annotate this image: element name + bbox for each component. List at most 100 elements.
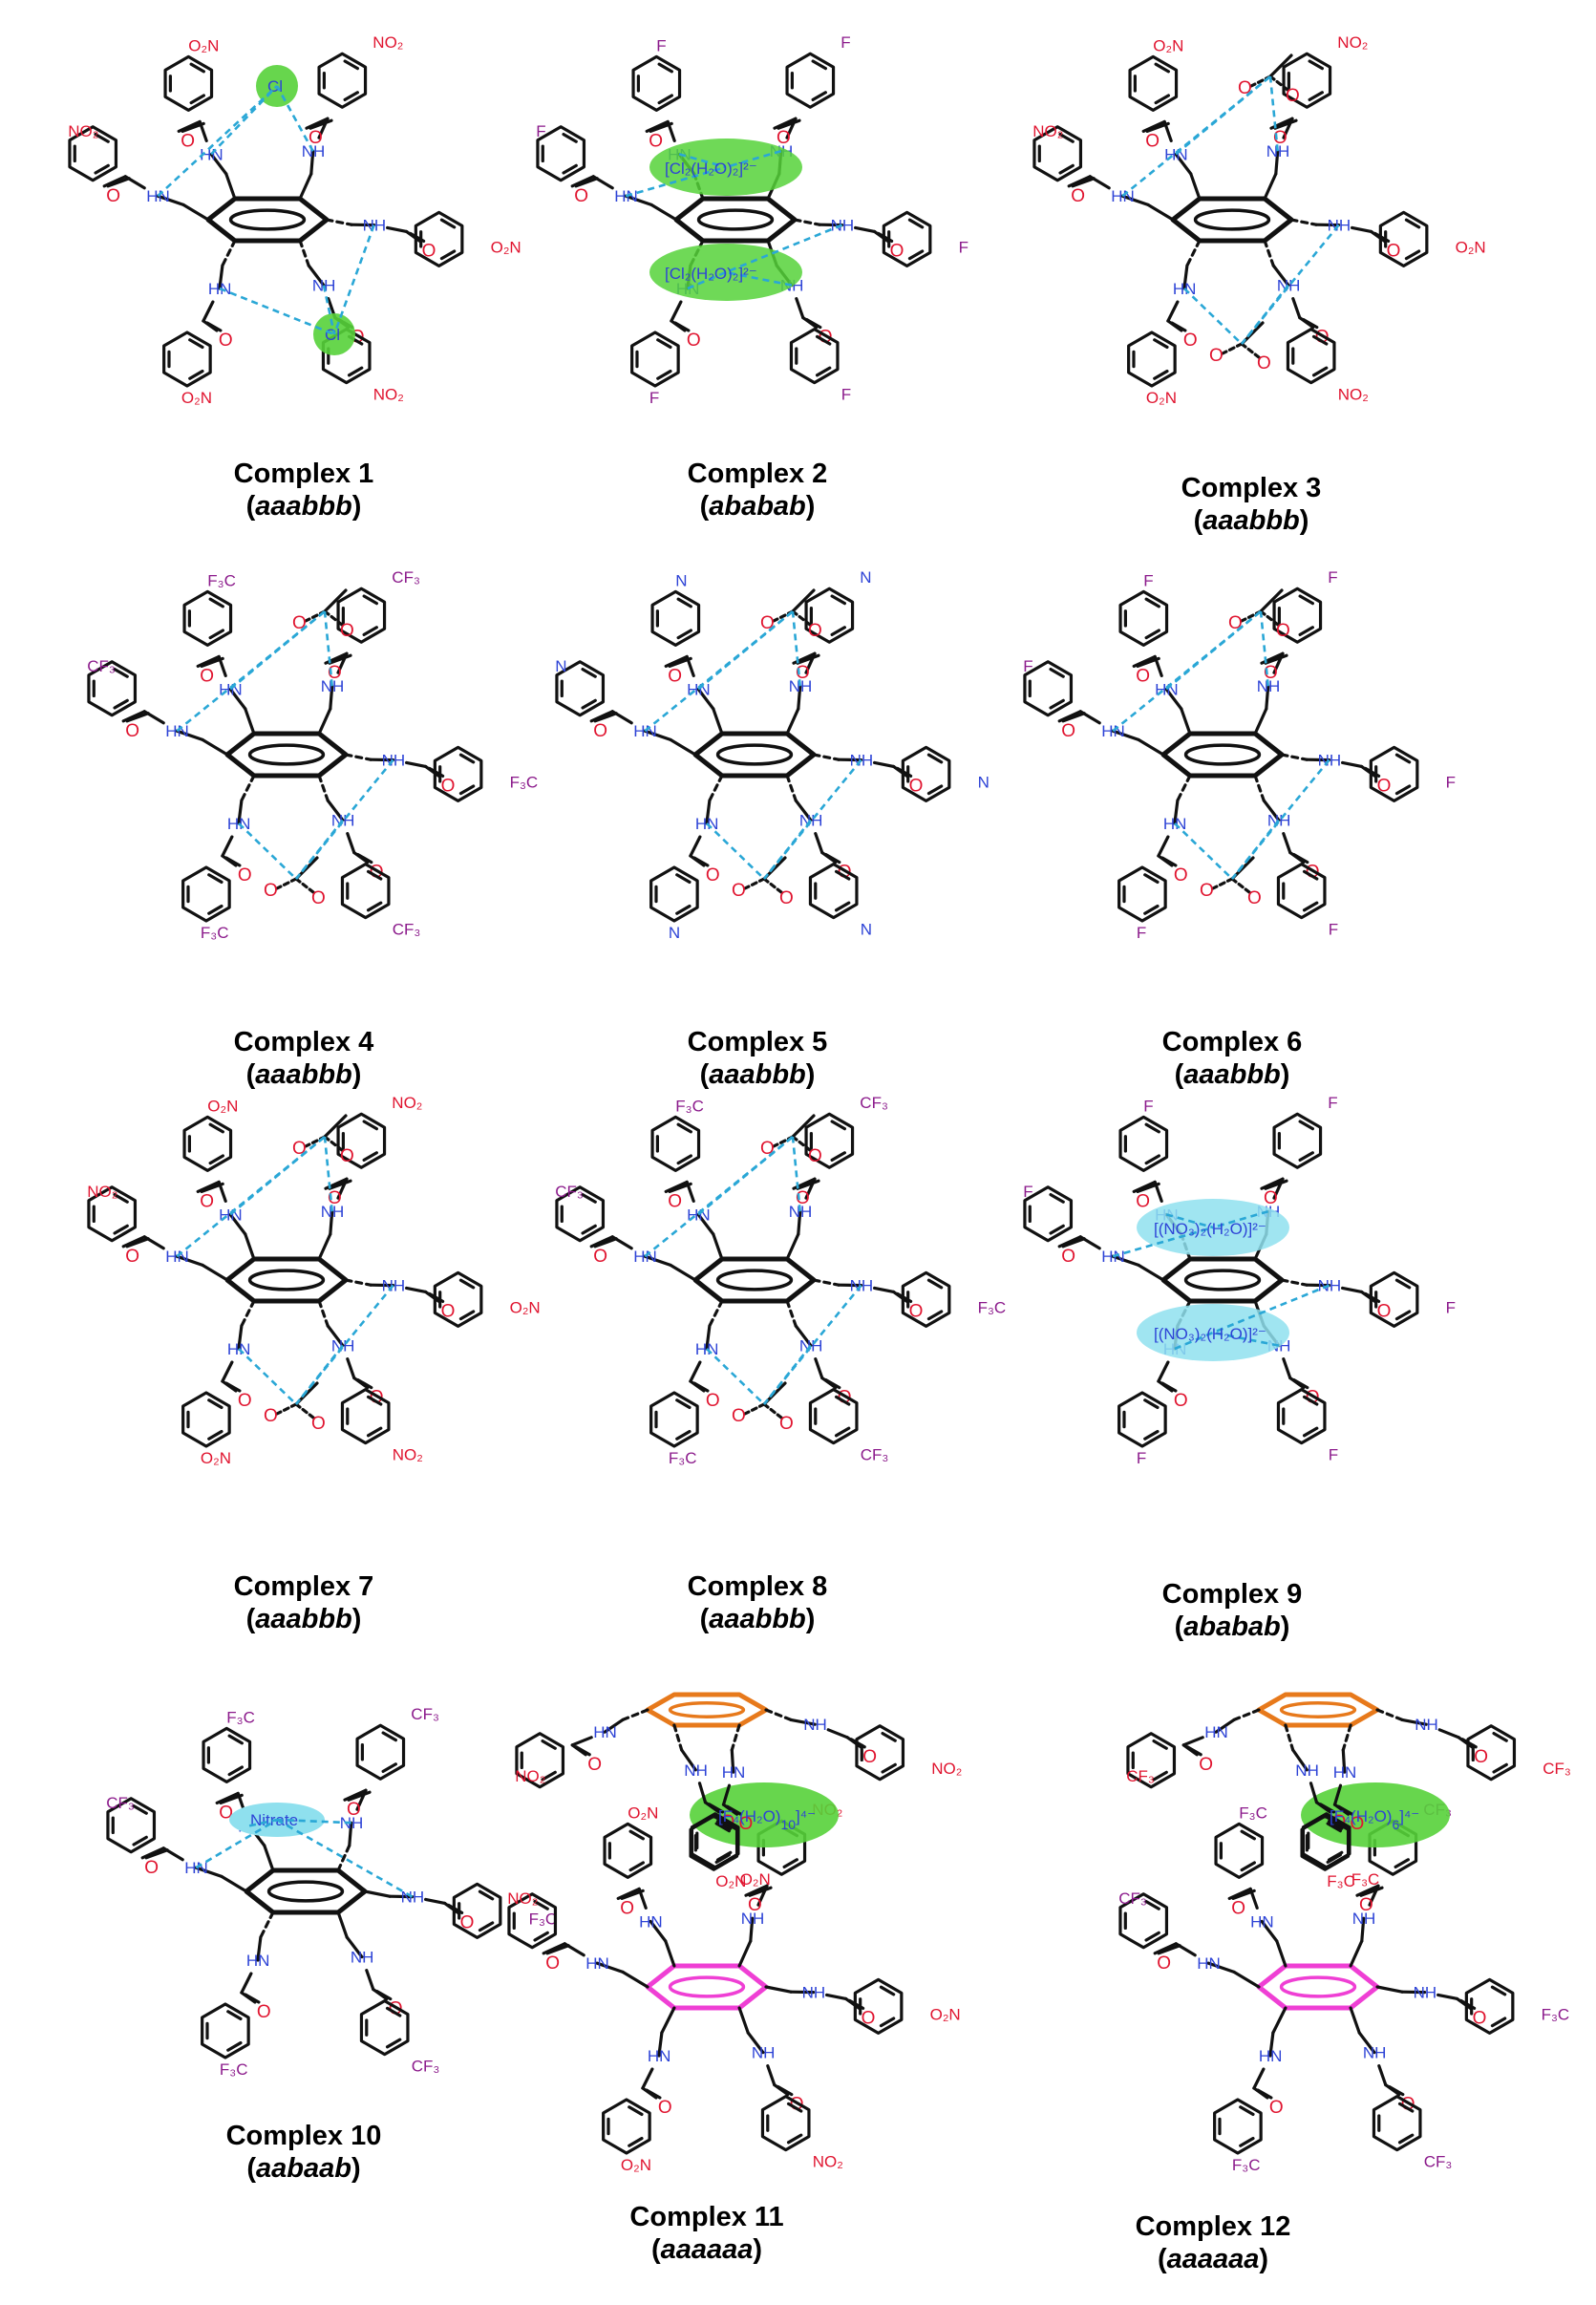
carbonyl-oxygen-label: O	[238, 1391, 252, 1411]
carbonyl-oxygen-label: O	[1061, 1247, 1075, 1267]
benzene-ring	[515, 1732, 565, 1789]
substituent-label: F	[1143, 571, 1153, 589]
substituent-label: F	[1328, 1094, 1337, 1112]
carbonyl-oxygen-label: O	[706, 865, 720, 886]
central-benzene-core	[1256, 1692, 1380, 1728]
benzene-ring	[1300, 1814, 1351, 1871]
amide-nh-label: NH	[1266, 142, 1290, 160]
amide-nh-label: NH	[1415, 1716, 1438, 1734]
benzene-ring	[181, 865, 231, 923]
carbonyl-oxygen-label: O	[125, 721, 139, 741]
substituent-label: O₂N	[491, 238, 521, 256]
substituent-label: CF₃	[1424, 2153, 1453, 2171]
complex-name: Complex 10	[226, 2121, 382, 2151]
carbonyl-oxygen-label: O	[1351, 1814, 1365, 1834]
carbonyl-oxygen-label: O	[748, 1895, 762, 1915]
benzene-ring	[901, 745, 951, 803]
substituent-label: CF₃	[393, 921, 421, 939]
complex-conformation: (aaabbb)	[1175, 1059, 1290, 1090]
carbonyl-oxygen-label: O	[574, 186, 588, 206]
substituent-label: F₃C	[1239, 1803, 1267, 1822]
acetate-oxygen-label: O	[732, 1406, 746, 1426]
amide-nh-label: HN	[1250, 1912, 1274, 1931]
benzene-ring	[1272, 587, 1323, 644]
benzene-ring	[1276, 1387, 1327, 1445]
complex-conformation: (aabaab)	[246, 2153, 360, 2184]
complex-conformation: (aaaaaa)	[1158, 2244, 1268, 2274]
substituent-label: O₂N	[510, 1298, 541, 1316]
central-benzene-core	[645, 1963, 769, 2011]
benzene-ring	[804, 587, 855, 644]
substituent-label: N	[675, 571, 687, 589]
complex-7-caption: Complex 7(aaabbb)	[234, 1571, 374, 1634]
central-benzene-core	[205, 196, 330, 244]
amide-nh-label: HN	[687, 1206, 711, 1224]
acetate-oxygen-label: O	[292, 613, 307, 633]
benzene-ring	[1464, 1977, 1515, 2035]
complex-name: Complex 3	[1181, 473, 1322, 503]
acetate-oxygen-label: O	[340, 621, 354, 641]
substituent-label: NO₂	[373, 386, 404, 404]
carbonyl-oxygen-label: O	[1387, 241, 1401, 261]
substituent-label: CF₃	[106, 1794, 135, 1812]
substituent-label: O₂N	[621, 2156, 651, 2174]
amide-nh-label: NH	[803, 1716, 827, 1734]
carbonyl-oxygen-label: O	[545, 1953, 560, 1974]
carbonyl-oxygen-label: O	[777, 128, 791, 148]
complex-1-caption: Complex 1(aaabbb)	[234, 459, 374, 522]
complex-9-anion-label-bottom: [(NO₃)₂(H₂O)]²⁻	[1154, 1325, 1266, 1343]
carbonyl-oxygen-label: O	[422, 241, 436, 261]
carbonyl-oxygen-label: O	[460, 1912, 475, 1932]
benzene-ring	[1214, 1822, 1265, 1880]
acetate-oxygen-label: O	[760, 1139, 775, 1159]
amide-nh-label: HN	[146, 187, 170, 205]
benzene-ring	[602, 2098, 651, 2155]
substituent-label: O₂N	[628, 1803, 658, 1822]
substituent-label: F₃C	[1351, 1870, 1380, 1889]
amide-nh-label: NH	[741, 1910, 765, 1928]
substituent-label: O₂N	[1146, 389, 1177, 407]
carbonyl-oxygen-label: O	[106, 186, 120, 206]
substituent-label: N	[555, 657, 566, 675]
acetate-oxygen-label: O	[1286, 86, 1300, 106]
complex-conformation: (aaabbb)	[246, 1604, 362, 1634]
complex-name: Complex 2	[688, 459, 828, 489]
substituent-label: NO₂	[372, 33, 403, 52]
complex-conformation: (aaabbb)	[1194, 505, 1309, 536]
amide-nh-label: NH	[831, 217, 855, 235]
complex-conformation: (aaabbb)	[246, 1059, 362, 1090]
substituent-label: F₃C	[978, 1298, 1007, 1316]
substituent-label: F	[1446, 1298, 1456, 1316]
acetate-oxygen-label: O	[1238, 78, 1252, 98]
complex-10-caption: Complex 10(aabaab)	[226, 2121, 382, 2184]
acetate-oxygen-label: O	[292, 1139, 307, 1159]
benzene-ring	[1213, 2098, 1263, 2155]
carbonyl-oxygen-label: O	[1377, 776, 1392, 796]
carbonyl-oxygen-label: O	[1183, 331, 1198, 351]
benzene-ring	[649, 1391, 699, 1448]
carbonyl-oxygen-label: O	[587, 1755, 602, 1775]
substituent-label: N	[669, 924, 680, 942]
amide-nh-label: NH	[802, 1984, 826, 2002]
amide-nh-label: NH	[1352, 1910, 1376, 1928]
benzene-ring	[1372, 2095, 1422, 2152]
substituent-label: F₃C	[1232, 2156, 1261, 2174]
central-benzene-core	[1256, 1963, 1380, 2011]
benzene-ring	[1126, 1732, 1177, 1789]
benzene-ring	[68, 125, 118, 182]
central-benzene-core	[673, 196, 798, 244]
